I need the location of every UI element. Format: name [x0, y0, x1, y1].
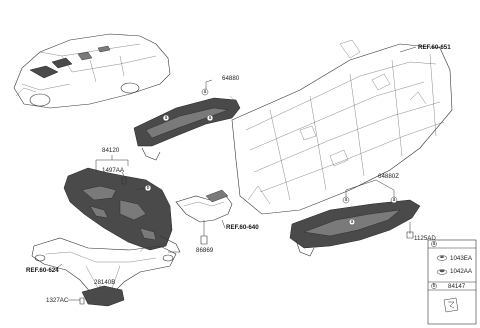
legend-1042AA: 1042AA — [450, 268, 473, 275]
callout-a-64880: a — [204, 89, 207, 95]
legend-key-a: a — [433, 241, 436, 247]
part-small-tunnel-panel — [175, 189, 233, 223]
ref-60-651: REF.60-651 — [418, 44, 451, 51]
legend-box — [427, 239, 477, 325]
legend-key-b: b — [433, 283, 436, 289]
label-1327AC: 1327AC — [46, 297, 69, 304]
legend-1043EA: 1043EA — [450, 255, 473, 262]
part-crossmember — [31, 237, 177, 297]
label-64880: 64880 — [222, 75, 240, 82]
callout-b-84120: b — [147, 185, 150, 191]
clip-84147-icon — [443, 297, 459, 313]
part-64880-panel — [133, 95, 241, 161]
callout-a-64880Z-right: a — [393, 197, 396, 203]
fastener-1043EA-icon — [436, 255, 448, 261]
vehicle-illustration — [13, 33, 171, 109]
legend-84147: 84147 — [448, 283, 466, 290]
part-64880Z-panel — [289, 199, 421, 257]
part-28140B-cover — [81, 285, 125, 307]
label-64880Z: 64880Z — [378, 173, 399, 180]
callout-a-64880Z-left: a — [345, 197, 348, 203]
body-floor-frame — [231, 39, 453, 215]
ref-60-624: REF.60-624 — [26, 267, 59, 274]
callout-a-64880-left: a — [165, 115, 168, 121]
label-1125AD: 1125AD — [414, 235, 436, 242]
fastener-1042AA-icon — [436, 269, 448, 275]
label-28140B: 28140B — [94, 279, 115, 286]
callout-a-64880-right: a — [209, 115, 212, 121]
label-84120: 84120 — [102, 147, 120, 154]
ref-60-640: REF.60-640 — [226, 224, 259, 231]
label-86869: 86869 — [196, 247, 214, 254]
callout-a-64880Z-center: a — [351, 219, 354, 225]
label-1497AA: 1497AA — [102, 167, 125, 174]
